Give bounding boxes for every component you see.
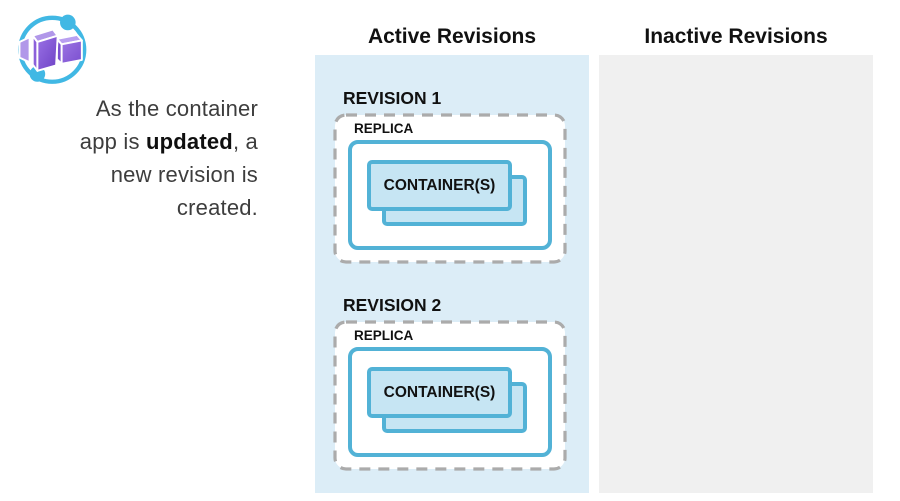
inactive-revisions-panel — [599, 55, 873, 493]
azure-container-apps-icon — [14, 10, 92, 88]
revision-2-label: REVISION 2 — [343, 295, 442, 315]
container-apps-icon-graphic — [18, 14, 87, 84]
revision-1-group: REVISION 1 REPLICA CONTAINER(S) — [333, 87, 567, 264]
active-revisions-panel: REVISION 1 REPLICA CONTAINER(S) REVISION… — [315, 55, 589, 493]
caption-line-2: app is updated, a — [79, 129, 258, 154]
caption-text: As the container app is updated, a new r… — [36, 92, 258, 224]
revision-2-group: REVISION 2 REPLICA CONTAINER(S) — [333, 294, 567, 471]
revision-1-replica-label: REPLICA — [354, 121, 414, 136]
active-revisions-header: Active Revisions — [367, 25, 537, 48]
inactive-revisions-header: Inactive Revisions — [644, 25, 828, 48]
revision-1-dashed-box: REPLICA CONTAINER(S) — [333, 113, 567, 264]
revision-1-replica-box: CONTAINER(S) — [348, 140, 552, 250]
revision-2-replica-label: REPLICA — [354, 328, 414, 343]
revision-1-label: REVISION 1 — [343, 88, 442, 108]
revision-2-container-label: CONTAINER(S) — [383, 383, 496, 401]
revision-2-dashed-box: REPLICA CONTAINER(S) — [333, 320, 567, 471]
caption-line-4: created. — [176, 195, 258, 220]
revision-1-container-front-card: CONTAINER(S) — [367, 160, 512, 211]
caption-bold-word: updated — [145, 129, 233, 154]
revision-1-container-label: CONTAINER(S) — [383, 176, 496, 194]
revision-2-container-front-card: CONTAINER(S) — [367, 367, 512, 418]
caption-line-1: As the container — [95, 96, 258, 121]
caption-line-3: new revision is — [110, 162, 258, 187]
revision-2-replica-box: CONTAINER(S) — [348, 347, 552, 457]
